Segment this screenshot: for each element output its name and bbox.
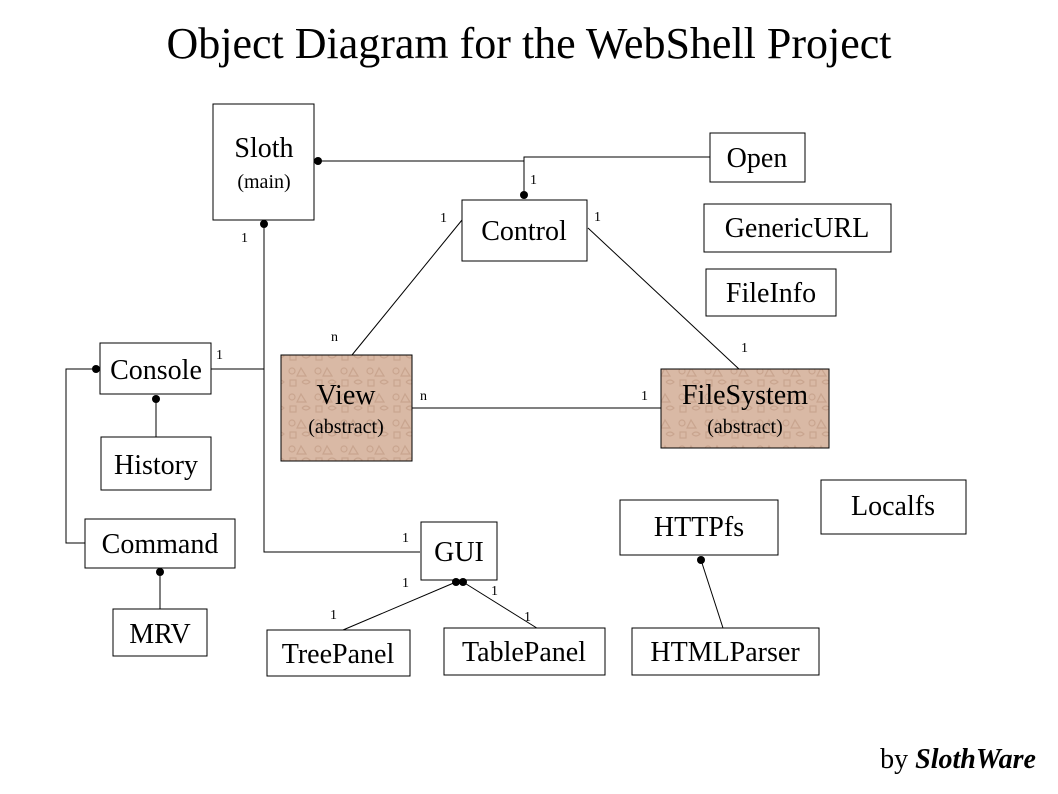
- box-control[interactable]: Control: [461, 199, 588, 262]
- box-genericurl[interactable]: GenericURL: [703, 203, 892, 253]
- mult-sloth-bottom: 1: [241, 231, 248, 246]
- link-sloth-open: [318, 156, 710, 162]
- dot-console-left: [92, 365, 100, 373]
- mult-gui-left: 1: [402, 531, 409, 546]
- box-sloth-name: Sloth: [234, 133, 293, 164]
- dot-console-bottom: [152, 395, 160, 403]
- box-localfs[interactable]: Localfs: [820, 479, 967, 535]
- mult-treepanel-top: 1: [330, 608, 337, 623]
- mult-gui-bottom-right: 1: [491, 584, 498, 599]
- box-history[interactable]: History: [100, 436, 212, 491]
- box-httpfs-name: HTTPfs: [654, 512, 744, 543]
- box-command-name: Command: [102, 529, 219, 560]
- mult-view-right: n: [420, 389, 427, 404]
- box-treepanel[interactable]: TreePanel: [266, 629, 411, 677]
- box-genericurl-name: GenericURL: [725, 213, 870, 244]
- box-sloth-sub: (main): [237, 171, 290, 193]
- box-tablepanel[interactable]: TablePanel: [443, 627, 606, 676]
- box-mrv-name: MRV: [129, 619, 191, 650]
- dot-httpfs-bottom: [697, 556, 705, 564]
- box-filesystem-name: FileSystem: [682, 380, 808, 411]
- box-fileinfo-name: FileInfo: [726, 278, 816, 309]
- box-localfs-name: Localfs: [851, 491, 935, 522]
- dot-command-bottom: [156, 568, 164, 576]
- box-fileinfo[interactable]: FileInfo: [705, 268, 837, 317]
- box-tablepanel-name: TablePanel: [462, 637, 586, 668]
- mult-console-right: 1: [216, 348, 223, 363]
- link-httpfs-htmlparser: [700, 559, 724, 629]
- box-open[interactable]: Open: [709, 132, 806, 183]
- box-htmlparser[interactable]: HTMLParser: [631, 627, 820, 676]
- box-mrv[interactable]: MRV: [112, 608, 208, 657]
- mult-filesystem-left: 1: [641, 389, 648, 404]
- dot-sloth-bottom: [260, 220, 268, 228]
- link-control-filesystem: [587, 227, 741, 371]
- byline: by SlothWare: [880, 744, 1036, 776]
- mult-control-right: 1: [594, 210, 601, 225]
- link-gui-treepanel: [342, 581, 457, 631]
- mult-control-left: 1: [440, 211, 447, 226]
- byline-prefix: by: [880, 744, 909, 775]
- link-gui-tablepanel: [462, 581, 541, 631]
- box-filesystem[interactable]: FileSystem (abstract): [660, 368, 830, 449]
- link-sloth-gui: [263, 224, 420, 553]
- box-view-name: View: [317, 380, 377, 411]
- box-htmlparser-name: HTMLParser: [650, 637, 800, 668]
- mult-gui-bottom-left: 1: [402, 576, 409, 591]
- dot-gui-bottom-right: [459, 578, 467, 586]
- box-history-name: History: [114, 450, 198, 481]
- dot-control-top: [520, 191, 528, 199]
- mult-tablepanel-top: 1: [524, 610, 531, 625]
- box-httpfs[interactable]: HTTPfs: [619, 499, 779, 556]
- box-filesystem-sub: (abstract): [707, 416, 783, 438]
- mult-view-top: n: [331, 330, 338, 345]
- box-open-name: Open: [727, 143, 788, 174]
- box-view-sub: (abstract): [308, 416, 384, 438]
- link-command-console: [65, 368, 96, 544]
- byline-brand: SlothWare: [915, 744, 1036, 775]
- box-console-name: Console: [110, 355, 202, 386]
- diagram-title: Object Diagram for the WebShell Project: [166, 19, 892, 68]
- mult-filesystem-top: 1: [741, 341, 748, 356]
- box-gui[interactable]: GUI: [420, 521, 498, 581]
- box-view[interactable]: View (abstract): [280, 354, 413, 462]
- box-control-name: Control: [481, 216, 567, 247]
- dot-sloth-right: [314, 157, 322, 165]
- box-console[interactable]: Console: [99, 342, 212, 395]
- box-command[interactable]: Command: [84, 518, 236, 569]
- link-control-view: [351, 219, 463, 356]
- box-treepanel-name: TreePanel: [282, 639, 395, 670]
- box-gui-name: GUI: [434, 537, 484, 568]
- dot-gui-bottom-left: [452, 578, 460, 586]
- box-sloth[interactable]: Sloth (main): [212, 103, 315, 221]
- mult-control-top: 1: [530, 173, 537, 188]
